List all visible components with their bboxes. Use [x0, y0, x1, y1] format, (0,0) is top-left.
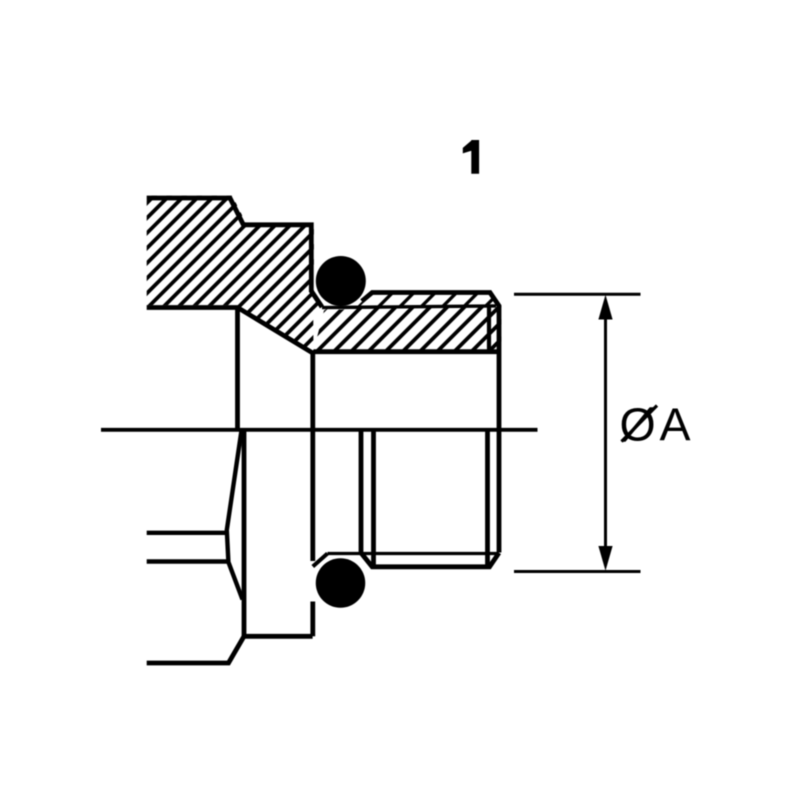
svg-text:A: A — [660, 399, 691, 451]
